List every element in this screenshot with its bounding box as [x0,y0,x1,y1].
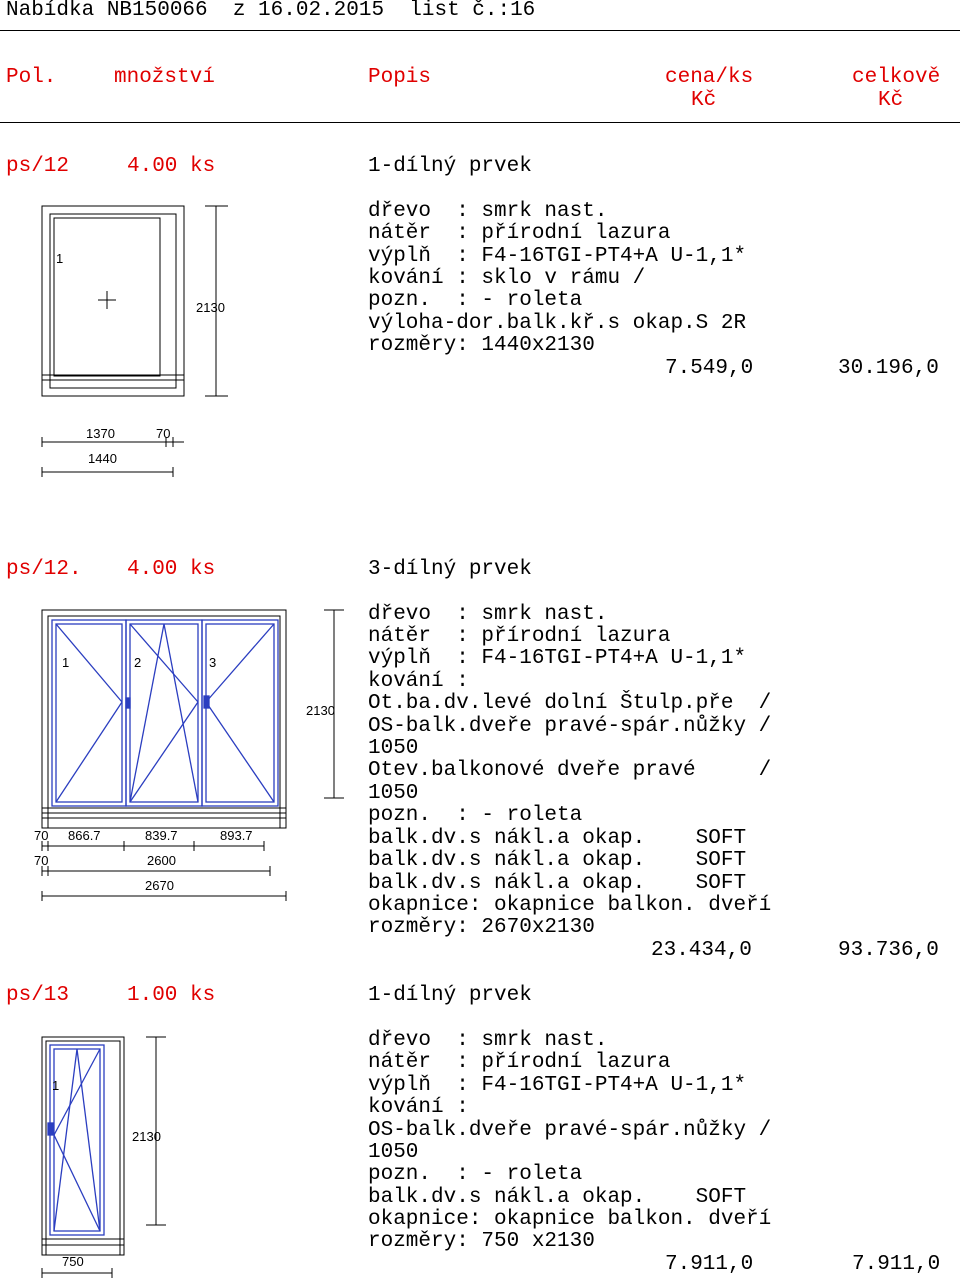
item-type: 1-dílný prvek [368,984,532,1007]
item-line: pozn. : - roleta [368,804,583,827]
item-line: výplň : F4-16TGI-PT4+A U-1,1* [368,1074,747,1097]
window-drawing-ps13 [41,1036,166,1278]
width-dimension: 839.7 [145,828,178,843]
total-width-dimension: 750 [62,1254,84,1269]
unit-price: 23.434,0 [651,939,752,962]
item-quantity: 4.00 ks [127,558,216,581]
item-line: kování : sklo v rámu / [368,267,646,290]
total-price: 7.911,0 [852,1253,941,1276]
height-dimension: 2130 [132,1129,161,1144]
item-line: dřevo : smrk nast. [368,603,608,626]
item-line: dřevo : smrk nast. [368,1029,608,1052]
item-type: 1-dílný prvek [368,155,532,178]
column-cena: cena/ks [665,66,754,89]
item-line: balk.dv.s nákl.a okap. SOFT [368,1186,747,1209]
item-position: ps/12 [6,155,70,178]
page-title: Nabídka NB150066 z 16.02.2015 list č.:16 [6,0,536,22]
window-drawing-ps12 [41,205,228,477]
item-line: OS-balk.dveře pravé-spár.nůžky / [368,715,772,738]
panel-label: 1 [62,655,70,670]
total-width-dimension: 1440 [88,451,117,466]
item-line: balk.dv.s nákl.a okap. SOFT [368,872,747,895]
width-dimension: 1370 [86,426,115,441]
item-line: pozn. : - roleta [368,1163,583,1186]
height-dimension: 2130 [196,300,225,315]
width-dimension: 893.7 [220,828,253,843]
width-dimension: 70 [34,853,49,868]
item-line: pozn. : - roleta [368,289,583,312]
item-line: nátěr : přírodní lazura [368,1051,671,1074]
panel-label: 1 [52,1078,60,1093]
item-line: 1050 [368,1141,419,1164]
item-line: výplň : F4-16TGI-PT4+A U-1,1* [368,647,747,670]
item-line: 1050 [368,782,419,805]
item-line: nátěr : přírodní lazura [368,625,671,648]
item-line: okapnice: okapnice balkon. dveří [368,894,772,917]
item-line: okapnice: okapnice balkon. dveří [368,1208,772,1231]
window-drawing-ps12-dot [41,609,344,901]
total-width-dimension: 2670 [145,878,174,893]
item-quantity: 4.00 ks [127,155,216,178]
item-line: výloha-dor.balk.kř.s okap.S 2R [368,312,747,335]
column-celkove: celkově [852,66,941,89]
item-type: 3-dílný prvek [368,558,532,581]
width-dimension: 2600 [147,853,176,868]
width-dimension: 70 [34,828,49,843]
column-popis: Popis [368,66,432,89]
item-position: ps/13 [6,984,70,1007]
item-line: rozměry: 2670x2130 [368,916,595,939]
item-line: Ot.ba.dv.levé dolní Štulp.pře / [368,692,772,715]
unit-price: 7.549,0 [665,357,754,380]
item-line: Otev.balkonové dveře pravé / [368,759,772,782]
total-price: 93.736,0 [838,939,939,962]
column-mnozstvi: množství [114,66,215,89]
width-dimension: 70 [156,426,171,441]
column-cena-unit: Kč [691,89,717,112]
item-line: dřevo : smrk nast. [368,200,608,223]
item-line: OS-balk.dveře pravé-spár.nůžky / [368,1119,772,1142]
item-line: kování : [368,670,469,693]
item-line: balk.dv.s nákl.a okap. SOFT [368,849,747,872]
header-divider [0,30,960,31]
column-celkove-unit: Kč [878,89,904,112]
item-position: ps/12. [6,558,82,581]
item-line: výplň : F4-16TGI-PT4+A U-1,1* [368,245,747,268]
item-line: balk.dv.s nákl.a okap. SOFT [368,827,747,850]
item-line: 1050 [368,737,419,760]
item-line: rozměry: 750 x2130 [368,1230,595,1253]
item-line: nátěr : přírodní lazura [368,222,671,245]
panel-label: 1 [56,251,64,266]
unit-price: 7.911,0 [665,1253,754,1276]
item-quantity: 1.00 ks [127,984,216,1007]
total-price: 30.196,0 [838,357,939,380]
panel-label: 2 [134,655,142,670]
column-pol: Pol. [6,66,57,89]
item-line: rozměry: 1440x2130 [368,334,595,357]
columns-divider [0,122,960,123]
item-line: kování : [368,1096,469,1119]
width-dimension: 866.7 [68,828,101,843]
height-dimension: 2130 [306,703,335,718]
panel-label: 3 [209,655,217,670]
